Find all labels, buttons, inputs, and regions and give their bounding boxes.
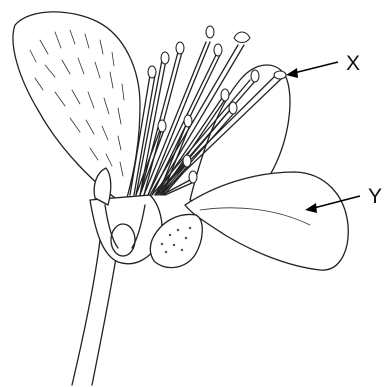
- left-petal: [13, 12, 140, 205]
- label-x-pointer: [286, 62, 338, 78]
- label-y: Y: [368, 185, 382, 208]
- pedicel: [72, 240, 118, 385]
- label-x: X: [346, 52, 360, 75]
